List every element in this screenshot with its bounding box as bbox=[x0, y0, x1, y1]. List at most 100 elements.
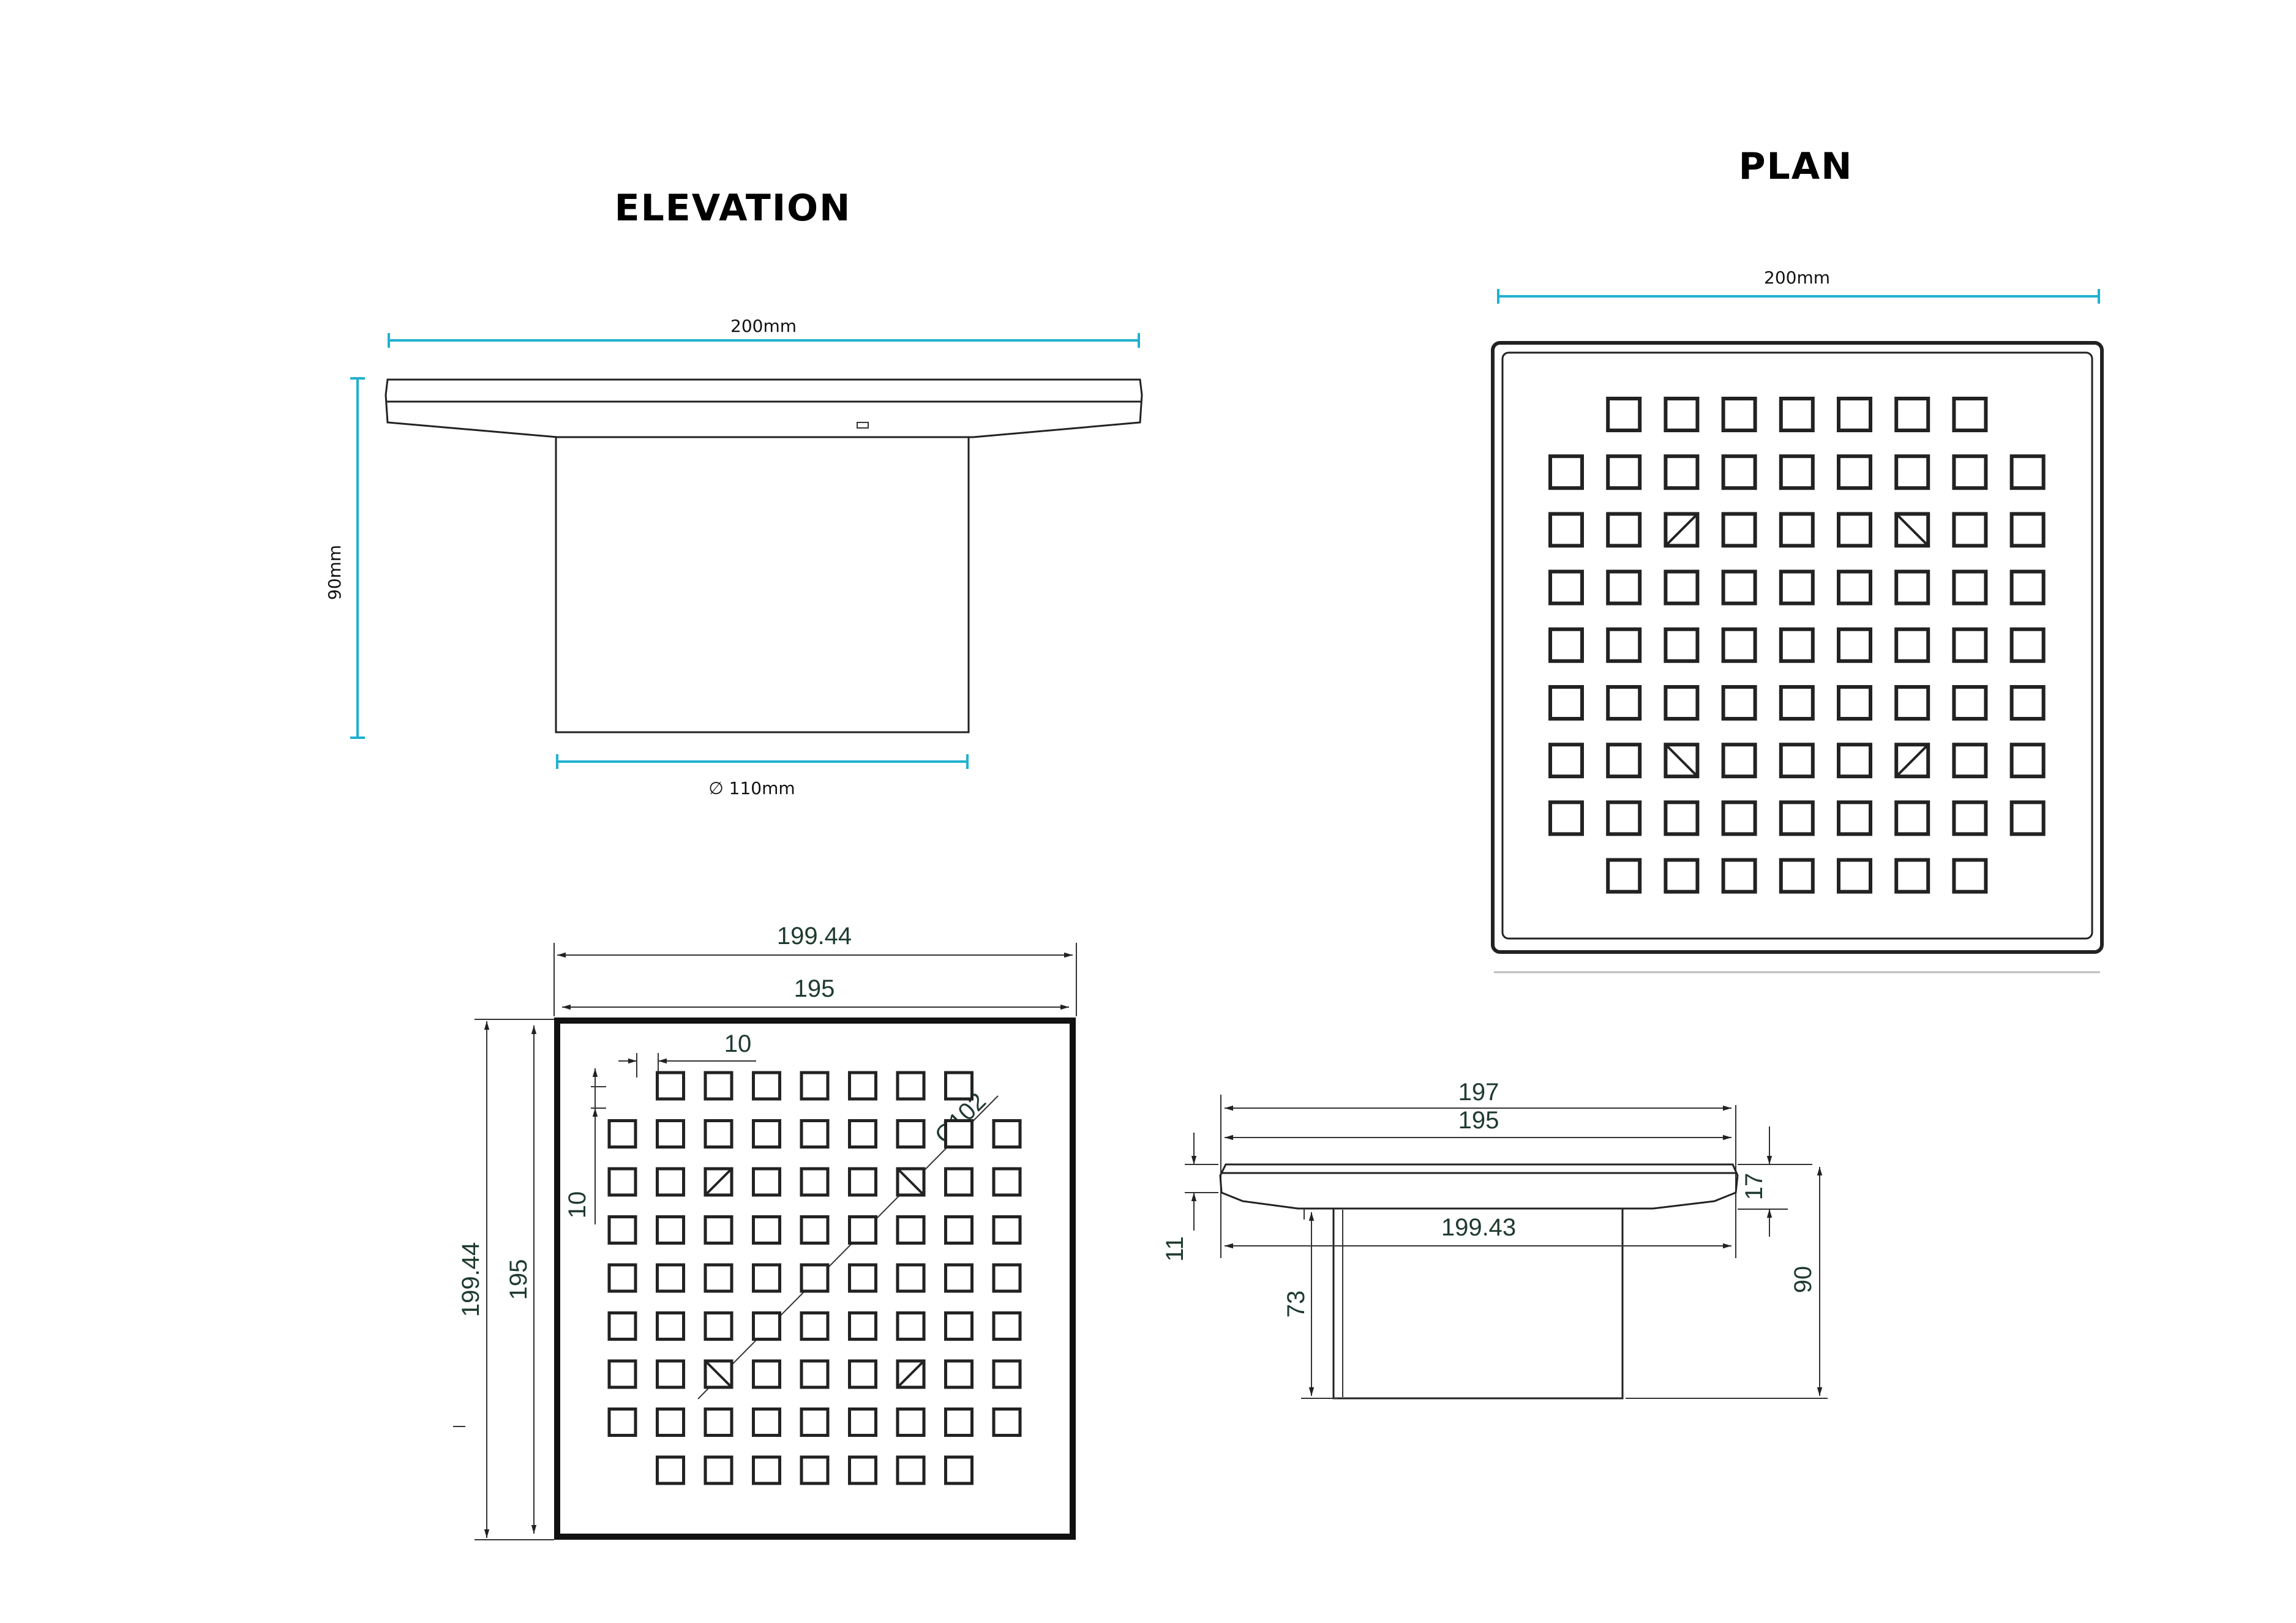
elevation-view: 200mm 90mm ∅ 110mm bbox=[325, 316, 1143, 798]
grate-hole bbox=[848, 1455, 877, 1485]
grate-hole bbox=[1606, 512, 1642, 548]
grate-hole bbox=[848, 1359, 877, 1389]
cad-section-bottom-width-label: 199.43 bbox=[1441, 1214, 1516, 1241]
grate-hole bbox=[1779, 569, 1815, 605]
grate-hole bbox=[752, 1407, 781, 1437]
grate-hole bbox=[1952, 397, 1988, 432]
grate-hole bbox=[1837, 743, 1872, 779]
grate-hole bbox=[1721, 858, 1757, 894]
cad-section-rim-height-label: 11 bbox=[1161, 1236, 1188, 1262]
grate-hole bbox=[992, 1359, 1022, 1389]
grate-hole bbox=[896, 1407, 926, 1437]
grate-hole bbox=[896, 1311, 926, 1341]
grate-hole bbox=[1894, 569, 1930, 605]
grate-hole bbox=[992, 1167, 1022, 1197]
grate-hole bbox=[703, 1311, 733, 1341]
cad-hole-grid bbox=[607, 1071, 1022, 1485]
grate-hole bbox=[1664, 397, 1700, 432]
grate-hole-slash bbox=[1664, 512, 1698, 547]
grate-hole bbox=[896, 1263, 926, 1293]
elevation-pipe-label: ∅ 110mm bbox=[708, 778, 795, 798]
grate-hole bbox=[1894, 627, 1930, 663]
grate-hole bbox=[992, 1215, 1022, 1245]
grate-hole bbox=[944, 1263, 974, 1293]
grate-hole-slash bbox=[896, 1168, 925, 1196]
grate-hole bbox=[1779, 397, 1815, 432]
grate-hole bbox=[1664, 800, 1700, 836]
grate-hole bbox=[1664, 685, 1700, 721]
grate-hole bbox=[896, 1119, 926, 1149]
grate-hole bbox=[800, 1071, 830, 1101]
grate-hole bbox=[800, 1167, 830, 1197]
grate-hole bbox=[1779, 685, 1815, 721]
grate-hole bbox=[1779, 512, 1815, 548]
grate-hole bbox=[1548, 685, 1584, 721]
grate-hole bbox=[1606, 397, 1642, 432]
grate-hole bbox=[896, 1215, 926, 1245]
grate-hole bbox=[1606, 858, 1642, 894]
grate-hole bbox=[1548, 512, 1584, 548]
grate-hole bbox=[944, 1311, 974, 1341]
cad-plan-view: 199.44 195 199.44 195 10 10 Ø102 bbox=[453, 923, 1077, 1540]
grate-hole bbox=[800, 1119, 830, 1149]
elevation-width-label: 200mm bbox=[730, 316, 797, 336]
grate-hole bbox=[1721, 800, 1757, 836]
grate-hole bbox=[656, 1119, 685, 1149]
grate-hole bbox=[944, 1071, 974, 1101]
grate-hole bbox=[752, 1359, 781, 1389]
grate-hole bbox=[848, 1407, 877, 1437]
grate-hole bbox=[1548, 743, 1584, 779]
grate-hole bbox=[607, 1167, 637, 1197]
grate-hole bbox=[1952, 627, 1988, 663]
grate-hole bbox=[1837, 627, 1872, 663]
grate-hole bbox=[656, 1071, 685, 1101]
cad-outer-width-label: 199.44 bbox=[777, 923, 852, 950]
grate-hole bbox=[1721, 569, 1757, 605]
grate-hole bbox=[1721, 627, 1757, 663]
grate-hole bbox=[1779, 627, 1815, 663]
grate-hole bbox=[800, 1359, 830, 1389]
grate-hole bbox=[1548, 800, 1584, 836]
grate-hole bbox=[848, 1263, 877, 1293]
elevation-pipe-body bbox=[555, 436, 970, 733]
grate-hole bbox=[2009, 627, 2046, 663]
grate-hole bbox=[1548, 454, 1584, 490]
cad-section-plate bbox=[1219, 1163, 1739, 1210]
grate-hole bbox=[1837, 800, 1872, 836]
grate-hole bbox=[2009, 512, 2046, 548]
grate-hole bbox=[2009, 743, 2046, 779]
grate-hole-slash bbox=[704, 1360, 733, 1389]
grate-hole bbox=[1721, 454, 1757, 490]
grate-hole bbox=[1721, 512, 1757, 548]
grate-hole bbox=[1894, 685, 1930, 721]
grate-hole bbox=[1779, 743, 1815, 779]
grate-hole bbox=[607, 1407, 637, 1437]
cad-hole-pitch-label: 10 bbox=[724, 1030, 752, 1057]
grate-hole-slash bbox=[1895, 743, 1929, 778]
grate-hole bbox=[944, 1119, 974, 1149]
grate-hole bbox=[752, 1455, 781, 1485]
grate-hole bbox=[607, 1311, 637, 1341]
grate-hole bbox=[656, 1359, 685, 1389]
grate-hole bbox=[607, 1359, 637, 1389]
grate-hole bbox=[992, 1263, 1022, 1293]
grate-hole bbox=[656, 1215, 685, 1245]
grate-hole bbox=[1548, 569, 1584, 605]
cad-section-total-height-label: 90 bbox=[1790, 1266, 1817, 1294]
grate-hole bbox=[703, 1215, 733, 1245]
grate-hole bbox=[1606, 454, 1642, 490]
grate-hole bbox=[1952, 743, 1988, 779]
grate-hole bbox=[944, 1407, 974, 1437]
grate-hole bbox=[800, 1455, 830, 1485]
grate-hole bbox=[1721, 397, 1757, 432]
grate-hole bbox=[2009, 454, 2046, 490]
grate-hole bbox=[1779, 454, 1815, 490]
grate-hole bbox=[1606, 685, 1642, 721]
grate-hole bbox=[1952, 858, 1988, 894]
grate-hole bbox=[752, 1167, 781, 1197]
grate-hole bbox=[1894, 858, 1930, 894]
plan-view: 200mm bbox=[1491, 268, 2104, 973]
grate-hole bbox=[848, 1119, 877, 1149]
grate-hole bbox=[1894, 397, 1930, 432]
